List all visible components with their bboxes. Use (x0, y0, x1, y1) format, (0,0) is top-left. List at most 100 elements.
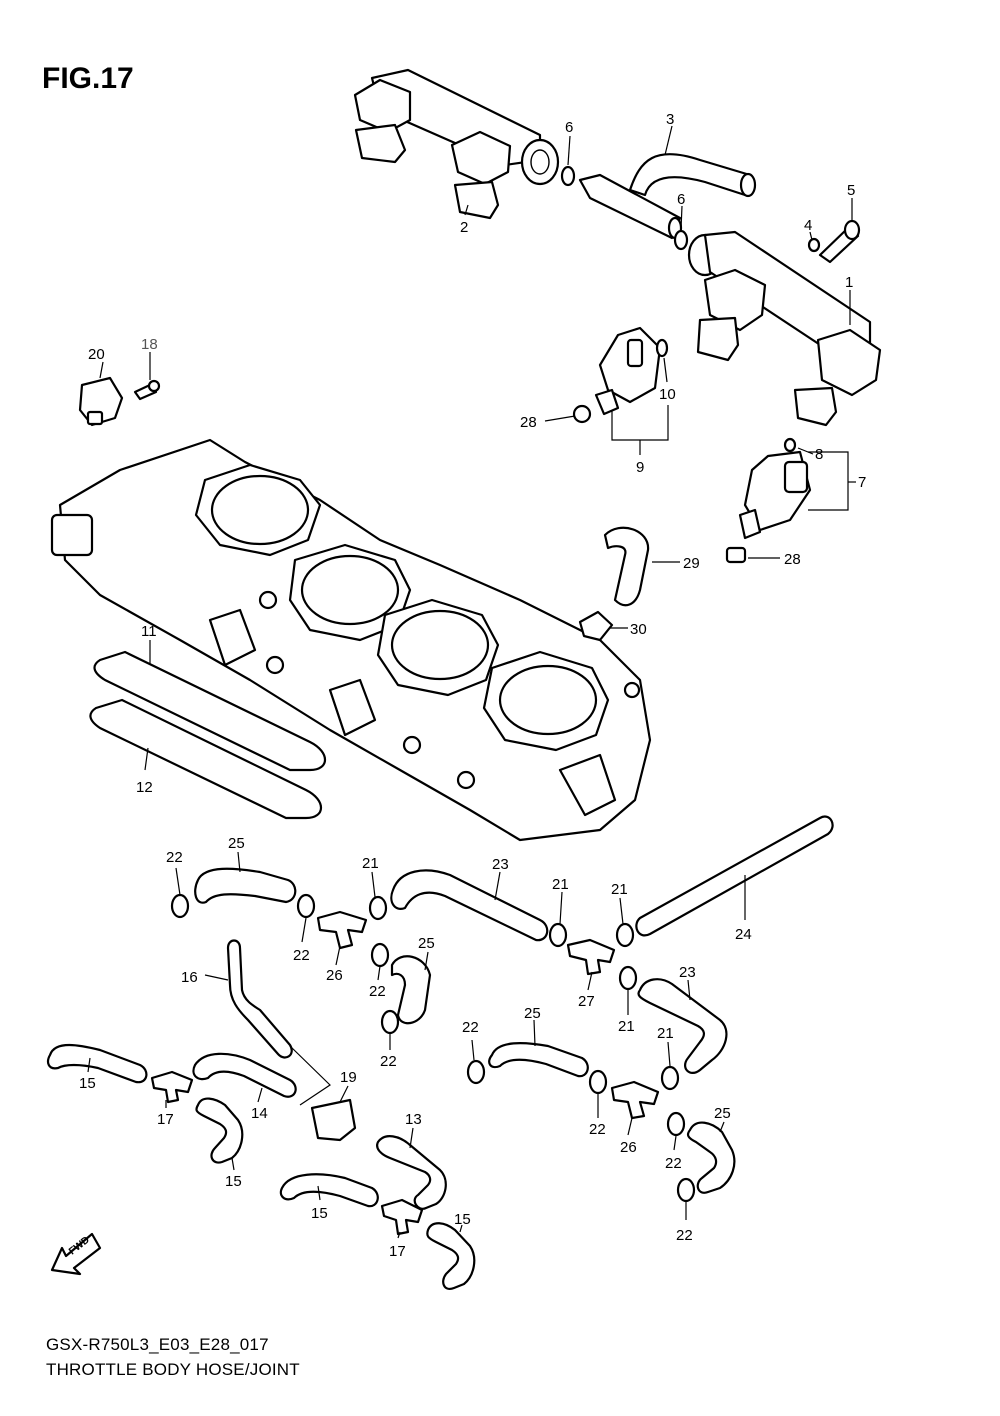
joint-27[interactable] (566, 938, 616, 976)
callout-22-c: 22 (369, 983, 386, 1000)
clamp-21-e[interactable] (660, 1065, 680, 1091)
callout-3: 3 (666, 111, 674, 128)
callout-15-b: 15 (225, 1173, 242, 1190)
o-ring-10[interactable] (655, 338, 669, 358)
bolt-5[interactable] (818, 219, 861, 264)
hose-25-a[interactable] (194, 867, 297, 904)
callout-25-b: 25 (418, 935, 435, 952)
hose-15-d[interactable] (426, 1222, 476, 1290)
callout-21-e: 21 (657, 1025, 674, 1042)
fwd-arrow-icon: FWD (50, 1232, 102, 1276)
callout-25-a: 25 (228, 835, 245, 852)
callout-4: 4 (804, 217, 812, 234)
callout-15-d: 15 (454, 1211, 471, 1228)
fuel-joint-3[interactable] (578, 153, 757, 240)
callout-22-f: 22 (589, 1121, 606, 1138)
hose-23-a[interactable] (390, 869, 549, 942)
joint-19[interactable] (310, 1098, 357, 1142)
gasket-12[interactable] (89, 698, 323, 820)
clamp-22-a[interactable] (170, 893, 190, 919)
callout-22-b: 22 (293, 947, 310, 964)
figure-title: FIG.17 (42, 62, 134, 95)
callout-14: 14 (251, 1105, 268, 1122)
callout-18: 18 (141, 336, 158, 353)
callout-labels: 1 2 3 4 5 6 6 7 8 9 10 11 12 13 14 15 15… (79, 111, 866, 1260)
callout-21-b: 21 (552, 876, 569, 893)
callout-1: 1 (845, 274, 853, 291)
callout-22-a: 22 (166, 849, 183, 866)
callout-15-c: 15 (311, 1205, 328, 1222)
callout-22-d: 22 (380, 1053, 397, 1070)
hose-25-c[interactable] (488, 1042, 589, 1078)
hose-24[interactable] (635, 815, 834, 937)
joint-17-a[interactable] (150, 1070, 194, 1104)
callout-16: 16 (181, 969, 198, 986)
joint-26-a[interactable] (316, 910, 368, 950)
clamp-30[interactable] (578, 610, 614, 642)
joint-17-b[interactable] (380, 1198, 424, 1236)
washer-4[interactable] (807, 237, 821, 253)
hose-15-b[interactable] (195, 1097, 244, 1164)
clamp-22-h[interactable] (676, 1177, 696, 1203)
fuel-rail-lower[interactable] (687, 230, 882, 427)
hose-29[interactable] (603, 526, 650, 607)
o-ring-8[interactable] (783, 437, 797, 453)
callout-19: 19 (340, 1069, 357, 1086)
callout-6-lower: 6 (677, 191, 685, 208)
clamp-21-b[interactable] (548, 922, 568, 948)
fuel-injector-7[interactable] (738, 450, 812, 540)
callout-21-a: 21 (362, 855, 379, 872)
hose-25-b[interactable] (390, 955, 432, 1025)
callout-8: 8 (815, 446, 823, 463)
callout-9: 9 (636, 459, 644, 476)
callout-27: 27 (578, 993, 595, 1010)
clamp-22-c[interactable] (370, 942, 390, 968)
callout-25-c: 25 (524, 1005, 541, 1022)
clamp-22-d[interactable] (380, 1009, 400, 1035)
clamp-21-d[interactable] (618, 965, 638, 991)
callout-13: 13 (405, 1111, 422, 1128)
diagram-name: THROTTLE BODY HOSE/JOINT (46, 1360, 300, 1379)
diagram-code: GSX-R750L3_E03_E28_017 (46, 1335, 269, 1354)
fuel-rail-upper[interactable] (353, 68, 560, 220)
callout-29: 29 (683, 555, 700, 572)
callout-10: 10 (659, 386, 676, 403)
hose-15-c[interactable] (279, 1173, 379, 1208)
cushion-28-lower[interactable] (725, 546, 747, 564)
hose-13[interactable] (376, 1135, 447, 1210)
callout-11: 11 (141, 623, 157, 640)
callout-20: 20 (88, 346, 105, 363)
callout-28-lower: 28 (784, 551, 801, 568)
gasket-11[interactable] (93, 650, 327, 772)
callout-25-d: 25 (714, 1105, 731, 1122)
hose-15-a[interactable] (47, 1043, 148, 1084)
fuel-injector-9[interactable] (594, 326, 662, 416)
sensor-20[interactable] (78, 376, 124, 427)
clamp-22-f[interactable] (588, 1069, 608, 1095)
clamp-21-a[interactable] (368, 895, 388, 921)
callout-26-a: 26 (326, 967, 343, 984)
callout-21-c: 21 (611, 881, 628, 898)
callout-22-g: 22 (665, 1155, 682, 1172)
hose-23-b[interactable] (637, 978, 728, 1074)
clamp-22-b[interactable] (296, 893, 316, 919)
clamp-21-c[interactable] (615, 922, 635, 948)
o-ring-6-upper[interactable] (560, 165, 576, 187)
callout-24: 24 (735, 926, 752, 943)
hose-25-d[interactable] (686, 1121, 736, 1194)
screw-18[interactable] (133, 379, 161, 401)
leader-lines (87, 125, 856, 1239)
callout-12: 12 (136, 779, 153, 796)
callout-7: 7 (858, 474, 866, 491)
callout-22-e: 22 (462, 1019, 479, 1036)
hose-16[interactable] (226, 939, 293, 1059)
o-ring-6-lower[interactable] (673, 229, 689, 251)
clamp-22-g[interactable] (666, 1111, 686, 1137)
throttle-body-assembly (50, 438, 652, 842)
cushion-28-upper[interactable] (572, 404, 592, 424)
hose-14[interactable] (192, 1052, 297, 1098)
callout-2: 2 (460, 219, 468, 236)
clamp-22-e[interactable] (466, 1059, 486, 1085)
joint-26-b[interactable] (610, 1080, 660, 1120)
callout-5: 5 (847, 182, 855, 199)
